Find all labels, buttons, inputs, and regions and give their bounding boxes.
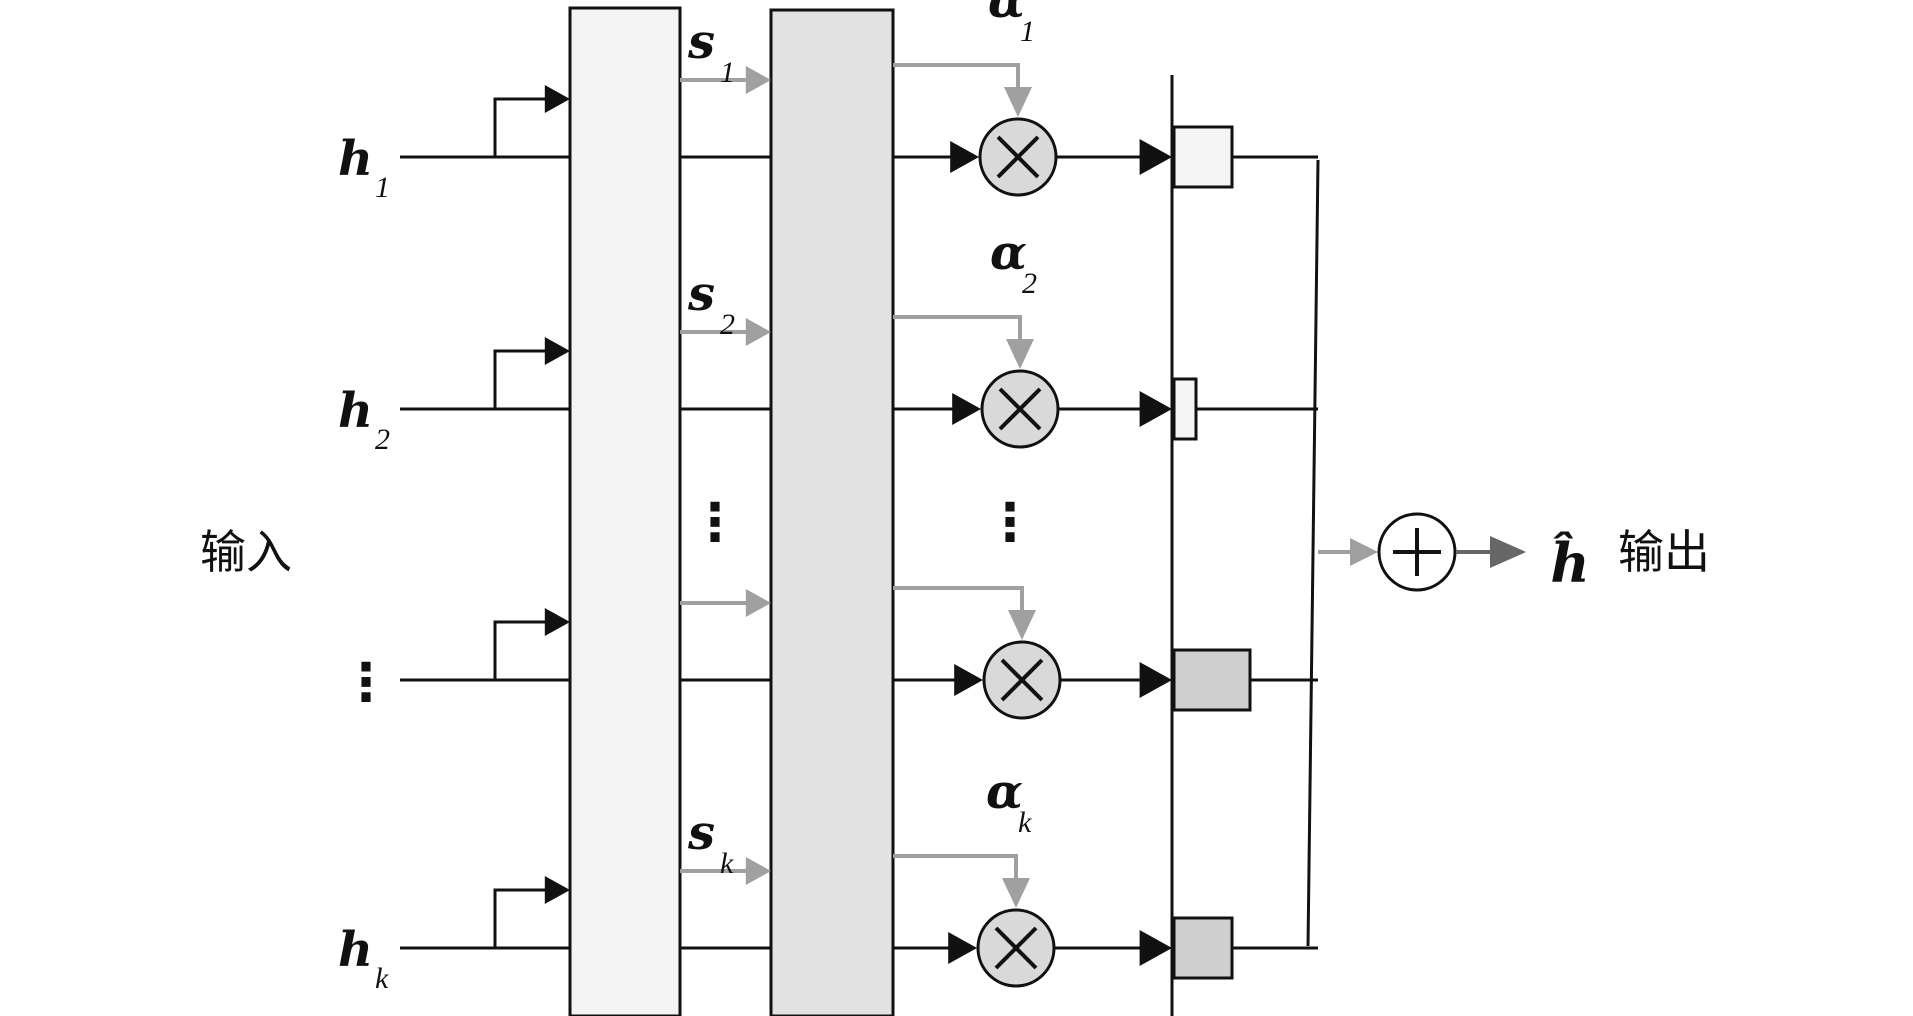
mul-cross-b-1 [996, 135, 1040, 179]
row-3 [400, 586, 1318, 720]
s-label-2: s [687, 266, 715, 322]
weight-bar-2 [1172, 377, 1198, 441]
to-weight-arrowhead-1 [1139, 139, 1172, 175]
skip-arrow-3 [493, 620, 548, 680]
s-sub-2: 2 [720, 308, 735, 341]
h-sub-1: 1 [375, 171, 390, 204]
to-mul-arrowhead-1 [950, 141, 979, 173]
weight-bar-4 [1172, 916, 1234, 980]
encoder-box-2 [769, 8, 895, 1016]
s-sub-4: k [720, 847, 734, 880]
to-weight-arrowhead-2 [1139, 391, 1172, 427]
alpha-arrow-1 [893, 63, 1020, 89]
encoder-box-1 [568, 6, 682, 1016]
mul-cross-b-2 [998, 387, 1042, 431]
alpha-label-4: α [986, 764, 1023, 820]
weight-bar-1 [1172, 125, 1234, 189]
skip-arrowhead-3 [544, 608, 570, 636]
to-mul-arrowhead-2 [952, 393, 981, 425]
ellipsis-h: ⋮ [340, 653, 392, 713]
alpha-arrowhead-3 [1008, 610, 1036, 640]
s-arrowhead-2 [745, 318, 771, 346]
alpha-arrowhead-4 [1002, 878, 1030, 908]
s-label-1: s [687, 14, 715, 70]
alpha-arrow-4 [893, 854, 1018, 880]
mul-cross-b-4 [994, 926, 1038, 970]
skip-arrow-4 [493, 888, 548, 948]
h-sub-4: k [375, 962, 389, 995]
alpha-sub-4: k [1018, 806, 1032, 839]
sum-input-arrowhead [1350, 538, 1378, 566]
alpha-sub-1: 1 [1020, 15, 1035, 48]
sum-output-arrowhead [1490, 536, 1526, 568]
input-label: 输入 [200, 525, 292, 579]
h-label-1: h [338, 131, 373, 187]
output-label: 输出 [1618, 525, 1710, 579]
to-weight-arrowhead-4 [1139, 930, 1172, 966]
alpha-arrow-2 [893, 315, 1022, 341]
s-arrowhead-4 [745, 857, 771, 885]
skip-arrowhead-1 [544, 85, 570, 113]
h-label-4: h [338, 922, 373, 978]
mul-cross-b-3 [1000, 658, 1044, 702]
ellipsis-s: ⋮ [689, 493, 741, 553]
alpha-label-2: α [990, 225, 1027, 281]
s-arrowhead-1 [745, 66, 771, 94]
ellipsis-alpha: ⋮ [984, 493, 1036, 553]
alpha-arrowhead-1 [1004, 87, 1032, 117]
skip-arrow-2 [493, 349, 548, 409]
s-sub-1: 1 [720, 56, 735, 89]
skip-arrowhead-4 [544, 876, 570, 904]
s-label-4: s [687, 805, 715, 861]
alpha-arrowhead-2 [1006, 339, 1034, 369]
skip-arrowhead-2 [544, 337, 570, 365]
h-hat-label: ĥ [1550, 531, 1589, 595]
alpha-sub-2: 2 [1022, 267, 1037, 300]
to-weight-arrowhead-3 [1139, 662, 1172, 698]
h-sub-2: 2 [375, 423, 390, 456]
weight-bar-3 [1172, 648, 1252, 712]
to-mul-arrowhead-4 [948, 932, 977, 964]
skip-arrow-1 [493, 97, 548, 157]
s-arrowhead-3 [745, 589, 771, 617]
alpha-arrow-3 [893, 586, 1024, 612]
h-label-2: h [338, 383, 373, 439]
alpha-label-1: α [988, 0, 1025, 29]
collector-line [1306, 159, 1320, 947]
to-mul-arrowhead-3 [954, 664, 983, 696]
